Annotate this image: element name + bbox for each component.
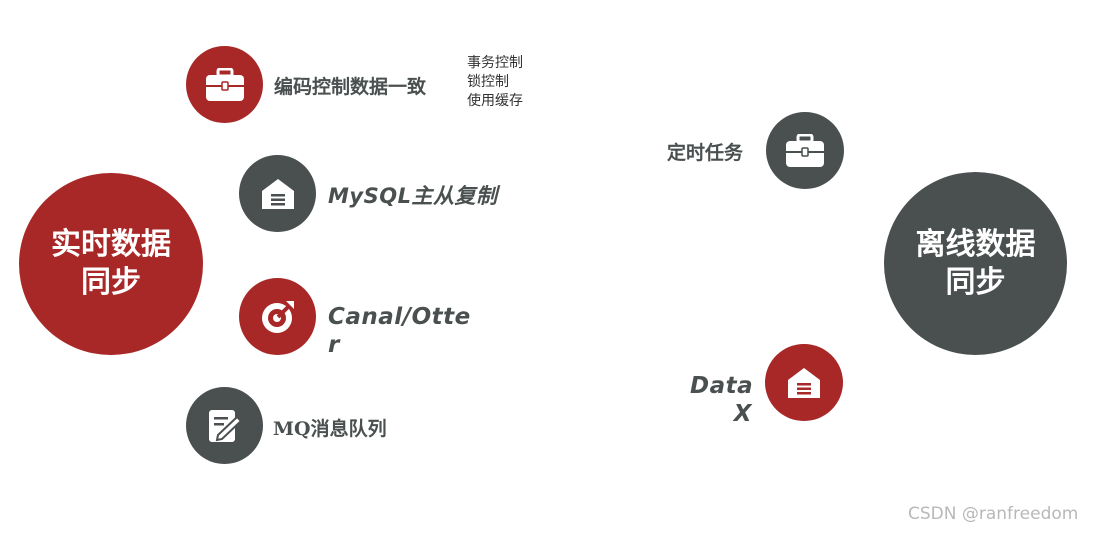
sub-item: 使用缓存 [467, 93, 523, 109]
datax-label: Data X [690, 373, 754, 427]
document-edit-icon [208, 409, 242, 442]
consistency-node [186, 46, 263, 123]
offline-sync-node: 离线数据 同步 [884, 172, 1067, 355]
consistency-label: 编码控制数据一致 [274, 76, 427, 98]
realtime-title-line2: 同步 [81, 265, 141, 300]
mysql-node [239, 155, 316, 232]
briefcase-icon [786, 133, 824, 167]
mq-label: MQ消息队列 [273, 418, 387, 440]
house-icon [788, 367, 820, 398]
offline-title-line1: 离线数据 [915, 226, 1036, 262]
briefcase-icon [205, 67, 244, 101]
scheduled-task-node [766, 112, 844, 189]
canal-node [239, 278, 316, 355]
mq-node [186, 387, 263, 464]
sub-item: 锁控制 [467, 74, 509, 90]
offline-title-line2: 同步 [945, 264, 1006, 300]
canal-label: Canal/Otte r [328, 304, 471, 358]
house-icon [261, 178, 294, 209]
sub-item: 事务控制 [467, 55, 523, 71]
watermark: CSDN @ranfreedom [908, 504, 1079, 524]
scheduled-task-label: 定时任务 [667, 142, 744, 164]
consistency-sublist: 事务控制 锁控制 使用缓存 [467, 54, 523, 111]
realtime-title-line1: 实时数据 [51, 227, 171, 262]
realtime-sync-node: 实时数据 同步 [19, 173, 203, 355]
datax-node [765, 344, 843, 421]
target-icon [261, 300, 294, 333]
mysql-label: MySQL主从复制 [328, 184, 498, 208]
